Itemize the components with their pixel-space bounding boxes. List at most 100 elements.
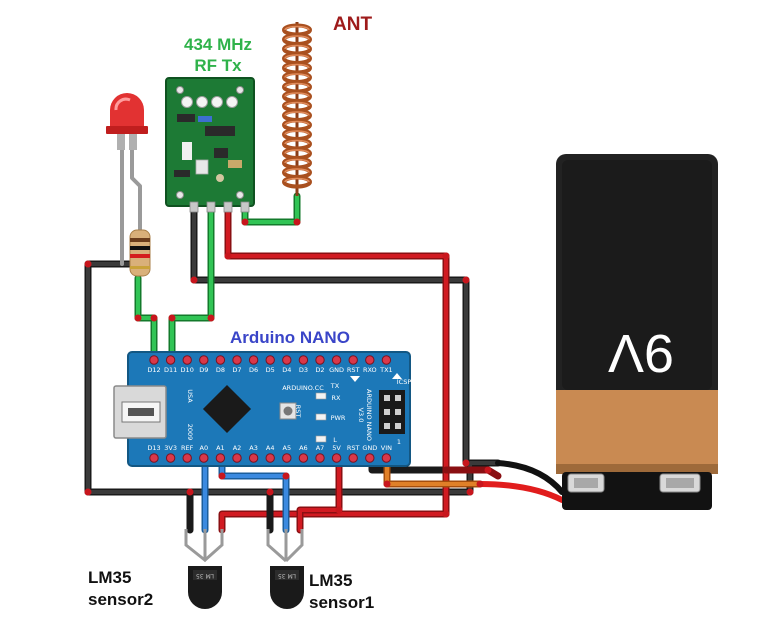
top-pin-d3 bbox=[298, 355, 309, 365]
rst-text: RST bbox=[294, 404, 302, 418]
coil-turn-highlight bbox=[284, 130, 310, 135]
antenna-coil bbox=[282, 22, 312, 196]
bottom-pin-a0 bbox=[199, 453, 209, 463]
top-pin-label: D9 bbox=[199, 366, 209, 374]
bottom-pin-label: A3 bbox=[249, 444, 258, 452]
top-pin-d12 bbox=[149, 355, 159, 365]
rf-frequency-label: 434 MHz bbox=[183, 35, 253, 54]
top-pin-d9 bbox=[199, 355, 209, 365]
sensor1-label: LM35 sensor1 bbox=[309, 570, 374, 614]
lm35-sensor1 bbox=[266, 529, 304, 609]
pwr-led-text: PWR bbox=[330, 414, 346, 422]
top-pin-label: D6 bbox=[249, 366, 259, 374]
bottom-pin-label: 3V3 bbox=[164, 444, 177, 452]
coil-turn-highlight bbox=[284, 92, 310, 97]
coil-turn bbox=[282, 175, 312, 189]
battery-lead-red bbox=[477, 481, 565, 503]
top-pin-label: D8 bbox=[215, 366, 225, 374]
top-pin-label: D10 bbox=[180, 366, 194, 374]
red-led bbox=[106, 93, 148, 150]
bottom-header-pins bbox=[149, 453, 392, 463]
bottom-pin-label: A7 bbox=[315, 444, 325, 452]
microcontroller-chip bbox=[202, 384, 252, 434]
resistor bbox=[129, 229, 151, 277]
battery-lead-black bbox=[495, 460, 565, 495]
top-pin-label: D5 bbox=[265, 366, 275, 374]
rf-transmitter-module bbox=[165, 77, 255, 213]
battery-label: 9V bbox=[608, 323, 675, 383]
sensor2-name-label: sensor2 bbox=[88, 590, 154, 609]
top-pin-label: GND bbox=[329, 366, 345, 374]
bottom-pin-5v bbox=[331, 453, 342, 463]
board-leds bbox=[315, 392, 327, 443]
bottom-pin-a5 bbox=[282, 453, 292, 463]
top-pin-d11 bbox=[165, 355, 176, 365]
arduino-nano-board bbox=[113, 351, 411, 467]
bottom-pin-ref bbox=[182, 453, 192, 463]
top-pin-label: D7 bbox=[232, 366, 242, 374]
sensor2-part-label: LM35 bbox=[88, 568, 132, 587]
icsp-pin1-text: 1 bbox=[396, 438, 402, 446]
bottom-pin-label: REF bbox=[181, 444, 194, 452]
bottom-pin-rst bbox=[348, 453, 358, 463]
bottom-pin-vin bbox=[381, 453, 392, 463]
bottom-pin-label: D13 bbox=[147, 444, 161, 452]
bottom-pin-a4 bbox=[265, 453, 275, 463]
bottom-pin-d13 bbox=[149, 453, 159, 463]
wire-sensor-gnd bbox=[186, 488, 274, 534]
coil-turn-highlight bbox=[284, 149, 310, 154]
top-pin-d7 bbox=[232, 355, 242, 365]
coil-turn-highlight bbox=[284, 120, 310, 126]
coil-turn-highlight bbox=[284, 54, 310, 59]
usa-text: USA bbox=[186, 389, 194, 403]
lm35-sensor2 bbox=[184, 529, 224, 609]
rf-module-label: 434 MHz RF Tx bbox=[170, 34, 266, 76]
coil-turn-highlight bbox=[284, 44, 310, 50]
bottom-pin-a3 bbox=[248, 453, 259, 463]
coil-turn-highlight bbox=[284, 168, 310, 173]
junction-dots bbox=[84, 218, 492, 518]
arduino-label: Arduino NANO bbox=[230, 328, 350, 347]
bottom-pin-label: A0 bbox=[199, 444, 209, 452]
top-header-pins bbox=[149, 355, 392, 365]
coil-turn-highlight bbox=[284, 25, 310, 31]
coil-turn-highlight bbox=[284, 177, 310, 183]
bottom-pin-label: A4 bbox=[265, 444, 275, 452]
top-pin-tx1 bbox=[381, 355, 392, 365]
tx-led-text: TX bbox=[330, 382, 340, 390]
antenna-label: ANT bbox=[333, 14, 373, 35]
top-pin-label: D12 bbox=[147, 366, 161, 374]
top-pin-gnd bbox=[331, 355, 342, 365]
coil-turn-highlight bbox=[284, 158, 310, 164]
top-pin-d8 bbox=[215, 355, 226, 365]
top-pin-d5 bbox=[265, 355, 275, 365]
top-pin-d6 bbox=[248, 355, 259, 365]
arduino-cc-text: ARDUINO.CC bbox=[282, 384, 324, 392]
rf-type-label: RF Tx bbox=[194, 56, 242, 75]
sensor1-part-label: LM35 bbox=[309, 571, 353, 590]
sensor2-label: LM35 sensor2 bbox=[88, 567, 153, 611]
icsp-header bbox=[350, 373, 405, 434]
bottom-pin-3v3 bbox=[165, 453, 176, 463]
bottom-pin-label: A1 bbox=[216, 444, 225, 452]
top-pin-label: D4 bbox=[282, 366, 292, 374]
bottom-pin-a1 bbox=[215, 453, 226, 463]
coil-turn-highlight bbox=[284, 82, 310, 88]
coil-turn-highlight bbox=[284, 111, 310, 116]
model-text: ARDUINO NANO V3.0 bbox=[357, 389, 373, 441]
top-pin-d10 bbox=[182, 355, 192, 365]
sensor1-marking: LM 35 bbox=[278, 572, 296, 579]
bottom-pin-a6 bbox=[298, 453, 309, 463]
top-pin-label: D3 bbox=[298, 366, 308, 374]
bottom-pin-label: RST bbox=[346, 444, 360, 452]
bottom-pin-label: A6 bbox=[299, 444, 308, 452]
top-pin-rxo bbox=[365, 355, 375, 365]
coil-turn-highlight bbox=[284, 73, 310, 78]
sensor1-name-label: sensor1 bbox=[309, 593, 375, 612]
led-leg-short bbox=[130, 148, 142, 234]
icsp-text: ICSP bbox=[396, 378, 412, 386]
bottom-pin-gnd bbox=[365, 453, 375, 463]
top-pin-label: D11 bbox=[163, 366, 178, 374]
top-pin-d4 bbox=[282, 355, 292, 365]
